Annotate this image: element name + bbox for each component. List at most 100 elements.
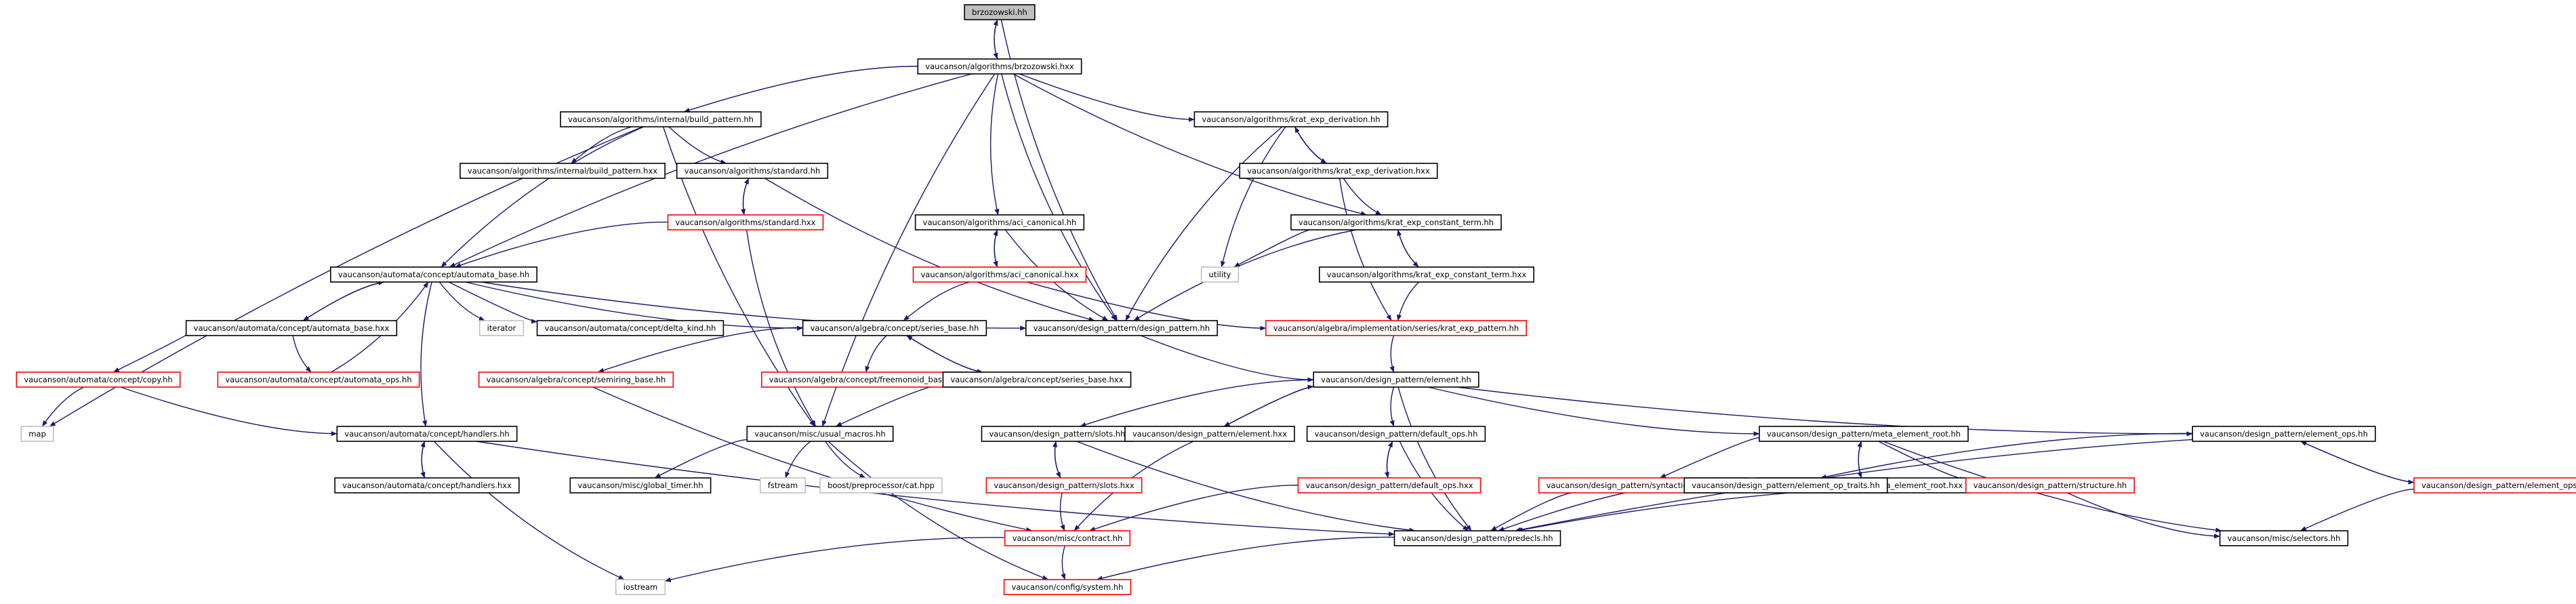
file-node-selectors[interactable]: vaucanson/misc/selectors.hh xyxy=(2219,530,2349,546)
dependency-edge xyxy=(1019,73,1195,122)
edge-element-hh-to-element-hxx xyxy=(1223,386,1314,427)
file-node-label: fstream xyxy=(768,481,798,490)
file-node-handlers-hh[interactable]: vaucanson/automata/concept/handlers.hh xyxy=(336,426,518,442)
dependency-edge xyxy=(1660,437,1760,479)
file-node-series-base-hxx[interactable]: vaucanson/algebra/concept/series_base.hx… xyxy=(942,371,1132,388)
file-node-box xyxy=(1683,477,1888,494)
file-node-element-ops-hxx[interactable]: vaucanson/design_pattern/element_ops.hxx xyxy=(2413,477,2576,494)
file-node-standard-hxx[interactable]: vaucanson/algorithms/standard.hxx xyxy=(667,214,824,230)
file-node-copy-hh[interactable]: vaucanson/automata/concept/copy.hh xyxy=(16,371,181,388)
file-node-element-hh[interactable]: vaucanson/design_pattern/element.hh xyxy=(1313,371,1479,388)
file-node-label: vaucanson/misc/selectors.hh xyxy=(2228,533,2341,543)
file-node-iterator[interactable]: iterator xyxy=(478,320,525,336)
file-node-system-hh[interactable]: vaucanson/config/system.hh xyxy=(1003,579,1132,595)
file-node-utility[interactable]: utility xyxy=(1200,266,1240,283)
file-node-automata-base-hh[interactable]: vaucanson/automata/concept/automata_base… xyxy=(330,266,537,283)
dependency-edge xyxy=(1133,229,1357,321)
dependency-edge xyxy=(865,335,887,373)
file-node-box xyxy=(16,371,181,388)
file-node-meta-root-hh[interactable]: vaucanson/design_pattern/meta_element_ro… xyxy=(1759,426,1969,442)
file-node-box xyxy=(985,477,1143,494)
file-node-freemonoid[interactable]: vaucanson/algebra/concept/freemonoid_bas… xyxy=(760,371,968,388)
file-node-map[interactable]: map xyxy=(20,426,54,442)
edge-element-ops-hh-to-predecls xyxy=(1515,439,2193,532)
edge-meta-root-hh-to-structure-hh xyxy=(1878,441,1967,482)
edge-brz-hxx-to-krat-der-hh xyxy=(1019,73,1195,122)
file-node-label: vaucanson/algebra/concept/series_base.hx… xyxy=(950,375,1123,384)
edge-element-hh-to-default-ops-hh xyxy=(1389,386,1395,427)
dependency-edge xyxy=(1233,229,1311,268)
dependency-edge xyxy=(1026,281,1267,331)
file-node-element-ops-hh[interactable]: vaucanson/design_pattern/element_ops.hh xyxy=(2192,426,2376,442)
dependency-edge xyxy=(420,281,432,427)
file-node-aci-hh[interactable]: vaucanson/algorithms/aci_canonical.hh xyxy=(914,214,1085,230)
file-node-brz-hxx[interactable]: vaucanson/algorithms/brzozowski.hxx xyxy=(917,58,1082,75)
file-node-krat-const-hxx[interactable]: vaucanson/algorithms/krat_exp_constant_t… xyxy=(1319,266,1534,283)
edge-brz-hxx-to-build-pattern-hh xyxy=(683,66,918,113)
file-node-label: vaucanson/design_pattern/predecls.hh xyxy=(1402,533,1553,543)
dependency-edge xyxy=(1080,379,1314,427)
dependency-edge xyxy=(571,126,632,164)
file-node-box xyxy=(615,579,666,595)
file-node-label: vaucanson/design_pattern/default_ops.hh xyxy=(1315,429,1478,439)
file-node-global-timer[interactable]: vaucanson/misc/global_timer.hh xyxy=(569,477,712,494)
edge-build-pattern-hh-to-automata-base-hh xyxy=(441,126,645,268)
file-node-label: vaucanson/automata/concept/handlers.hh xyxy=(344,429,509,439)
edge-element-hh-to-predecls xyxy=(1397,386,1472,531)
file-node-label: vaucanson/algorithms/aci_canonical.hh xyxy=(923,218,1077,227)
file-node-default-ops-hxx[interactable]: vaucanson/design_pattern/default_ops.hxx xyxy=(1297,477,1481,494)
edge-automata-base-hh-to-handlers-hh xyxy=(420,281,432,427)
edge-element-hh-to-slots-hh xyxy=(1080,379,1314,427)
file-node-krat-der-hh[interactable]: vaucanson/algorithms/krat_exp_derivation… xyxy=(1193,111,1389,127)
file-node-krat-der-hxx[interactable]: vaucanson/algorithms/krat_exp_derivation… xyxy=(1239,163,1438,179)
file-node-slots-hxx[interactable]: vaucanson/design_pattern/slots.hxx xyxy=(985,477,1143,494)
edge-default-ops-hxx-to-contract-hh xyxy=(1088,485,1299,531)
dependency-edge xyxy=(1294,126,1327,164)
file-node-element-hxx[interactable]: vaucanson/design_pattern/element.hxx xyxy=(1124,426,1295,442)
dependency-edge xyxy=(825,441,866,479)
file-node-delta-kind[interactable]: vaucanson/automata/concept/delta_kind.hh xyxy=(536,320,724,336)
dependency-edge xyxy=(120,386,338,437)
file-node-aci-hxx[interactable]: vaucanson/algorithms/aci_canonical.hxx xyxy=(912,266,1087,283)
file-node-boost-cat[interactable]: boost/preprocessor/cat.hpp xyxy=(819,477,943,494)
file-node-brz-hh[interactable]: brzozowski.hh xyxy=(964,4,1036,20)
file-node-build-pattern-hxx[interactable]: vaucanson/algorithms/internal/build_patt… xyxy=(459,163,666,179)
edge-series-base-hh-to-series-base-hxx xyxy=(906,335,983,374)
file-node-label: vaucanson/design_pattern/element_ops.hh xyxy=(2200,429,2368,439)
file-node-handlers-hxx[interactable]: vaucanson/automata/concept/handlers.hxx xyxy=(334,477,520,494)
file-node-box xyxy=(334,477,520,494)
dependency-edge xyxy=(448,281,538,324)
file-node-semiring-base[interactable]: vaucanson/algebra/concept/semiring_base.… xyxy=(478,371,674,388)
file-node-automata-base-hxx[interactable]: vaucanson/automata/concept/automata_base… xyxy=(185,320,398,336)
file-node-build-pattern-hh[interactable]: vaucanson/algorithms/internal/build_patt… xyxy=(560,111,762,127)
edge-automata-base-hxx-to-automata-base-hh xyxy=(302,280,385,321)
file-node-element-op-traits[interactable]: vaucanson/design_pattern/element_op_trai… xyxy=(1683,477,1888,494)
dependency-edge xyxy=(664,537,1005,582)
file-node-fstream[interactable]: fstream xyxy=(760,477,806,494)
file-node-label: vaucanson/algebra/implementation/series/… xyxy=(1273,323,1519,333)
edge-krat-pattern-to-element-hh xyxy=(1389,335,1395,373)
file-node-contract-hh[interactable]: vaucanson/misc/contract.hh xyxy=(1004,530,1131,546)
file-node-predecls[interactable]: vaucanson/design_pattern/predecls.hh xyxy=(1393,530,1561,546)
file-node-box xyxy=(667,214,824,230)
file-node-default-ops-hh[interactable]: vaucanson/design_pattern/default_ops.hh xyxy=(1306,426,1486,442)
file-node-structure-hh[interactable]: vaucanson/design_pattern/structure.hh xyxy=(1965,477,2135,494)
dependency-edge xyxy=(41,386,84,427)
file-node-standard-hh[interactable]: vaucanson/algorithms/standard.hh xyxy=(676,163,829,179)
edge-element-hxx-to-element-hh xyxy=(1223,384,1314,427)
edge-usual-macros-to-system-hh xyxy=(827,441,1049,580)
file-node-label: vaucanson/algorithms/krat_exp_derivation… xyxy=(1202,115,1380,124)
file-node-usual-macros[interactable]: vaucanson/misc/usual_macros.hh xyxy=(746,426,894,442)
file-node-slots-hh[interactable]: vaucanson/design_pattern/slots.hh xyxy=(981,426,1134,442)
file-node-iostream[interactable]: iostream xyxy=(615,579,666,595)
file-node-automata-ops[interactable]: vaucanson/automata/concept/automata_ops.… xyxy=(217,371,420,388)
edge-krat-der-hh-to-utility xyxy=(1220,126,1286,268)
edge-copy-hh-to-map xyxy=(41,386,84,427)
dependency-edge xyxy=(1397,229,1419,268)
file-node-krat-pattern[interactable]: vaucanson/algebra/implementation/series/… xyxy=(1265,320,1527,336)
file-node-krat-const-hh[interactable]: vaucanson/algorithms/krat_exp_constant_t… xyxy=(1290,214,1502,230)
file-node-series-base-hh[interactable]: vaucanson/algebra/concept/series_base.hh xyxy=(802,320,987,336)
file-node-design-pattern-hh[interactable]: vaucanson/design_pattern/design_pattern.… xyxy=(1025,320,1219,336)
dependency-edge xyxy=(827,441,1049,580)
file-node-label: vaucanson/design_pattern/design_pattern.… xyxy=(1034,323,1210,333)
